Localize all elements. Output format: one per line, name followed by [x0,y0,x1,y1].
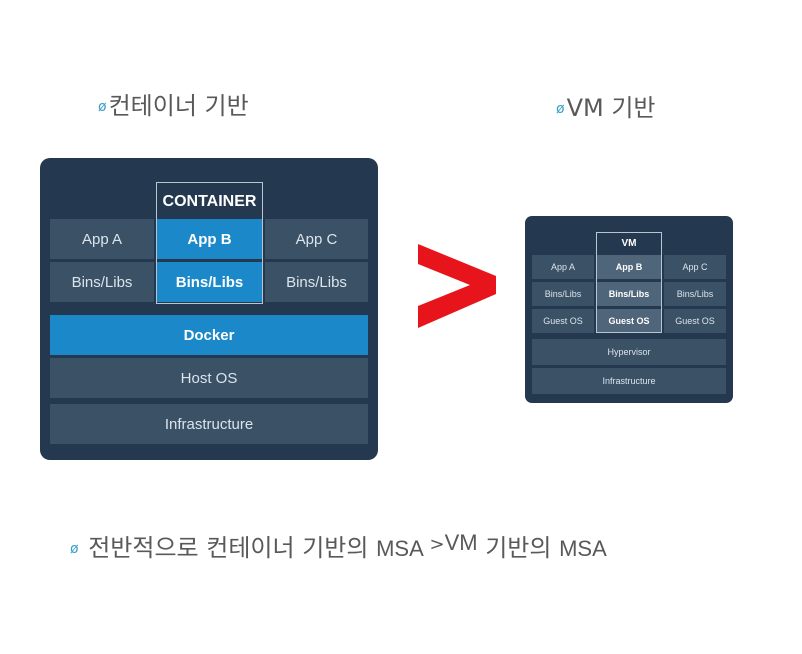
vm-app-c: App C [664,255,726,279]
vm-tag-label: VM [621,238,637,249]
label: Bins/Libs [175,273,244,291]
label: App A [81,230,123,248]
label: Bins/Libs [286,273,347,291]
label: Infrastructure [602,376,656,386]
label: App B [187,230,232,248]
host-os-layer: Host OS [50,358,368,398]
vm-heading: øVM 기반 [556,88,656,123]
label: Hypervisor [607,347,651,357]
summary-text-2: 기반의 [477,534,560,562]
label: Guest OS [608,316,650,326]
summary-text-1: 전반적으로 컨테이너 기반의 [88,534,377,562]
bullet-icon: ø [70,541,79,557]
label: App C [295,230,338,248]
container-bins-b: Bins/Libs [157,262,262,302]
vm-bins-c: Bins/Libs [664,282,726,306]
label: Host OS [180,369,238,387]
vm-diagram: VM App A App B App C Bins/Libs Bins/Libs… [525,216,733,403]
greater-than-symbol [414,236,500,338]
vm-guest-os-b: Guest OS [597,309,661,333]
vm-infrastructure-layer: Infrastructure [532,368,726,394]
label: App B [615,262,643,272]
vm-app-a: App A [532,255,594,279]
label: Bins/Libs [71,273,133,291]
container-infrastructure-layer: Infrastructure [50,404,368,444]
docker-layer: Docker [50,315,368,355]
container-app-a: App A [50,219,154,259]
container-tag-label: CONTAINER [162,193,257,210]
label: Bins/Libs [608,289,650,299]
vm-app-b: App B [597,255,661,279]
label: Guest OS [675,316,715,326]
container-bins-a: Bins/Libs [50,262,154,302]
label: Bins/Libs [544,289,582,299]
container-app-c: App C [265,219,368,259]
label: Docker [183,326,235,344]
label: App C [682,262,708,272]
summary-gt: > [423,534,445,555]
bullet-icon: ø [98,99,107,115]
label: App A [550,262,576,272]
summary-msa-1: MSA [376,536,424,561]
vm-bins-a: Bins/Libs [532,282,594,306]
summary-line: ø 전반적으로 컨테이너 기반의 MSA >VM 기반의 MSA [70,528,607,563]
vm-guest-os-a: Guest OS [532,309,594,333]
bullet-icon: ø [556,101,565,117]
label: Infrastructure [164,415,254,433]
container-heading-text: 컨테이너 기반 [108,92,249,120]
container-bins-c: Bins/Libs [265,262,368,302]
summary-msa-2: MSA [559,536,607,561]
vm-heading-text: VM 기반 [566,94,656,122]
vm-guest-os-c: Guest OS [664,309,726,333]
container-heading: ø컨테이너 기반 [98,86,249,121]
hypervisor-layer: Hypervisor [532,339,726,365]
container-app-b: App B [157,219,262,259]
summary-vm: VM [444,530,478,555]
vm-bins-b: Bins/Libs [597,282,661,306]
label: Guest OS [543,316,583,326]
greater-than-icon [418,244,496,328]
container-diagram: CONTAINER App A App B App C Bins/Libs Bi… [40,158,378,460]
label: Bins/Libs [676,289,714,299]
